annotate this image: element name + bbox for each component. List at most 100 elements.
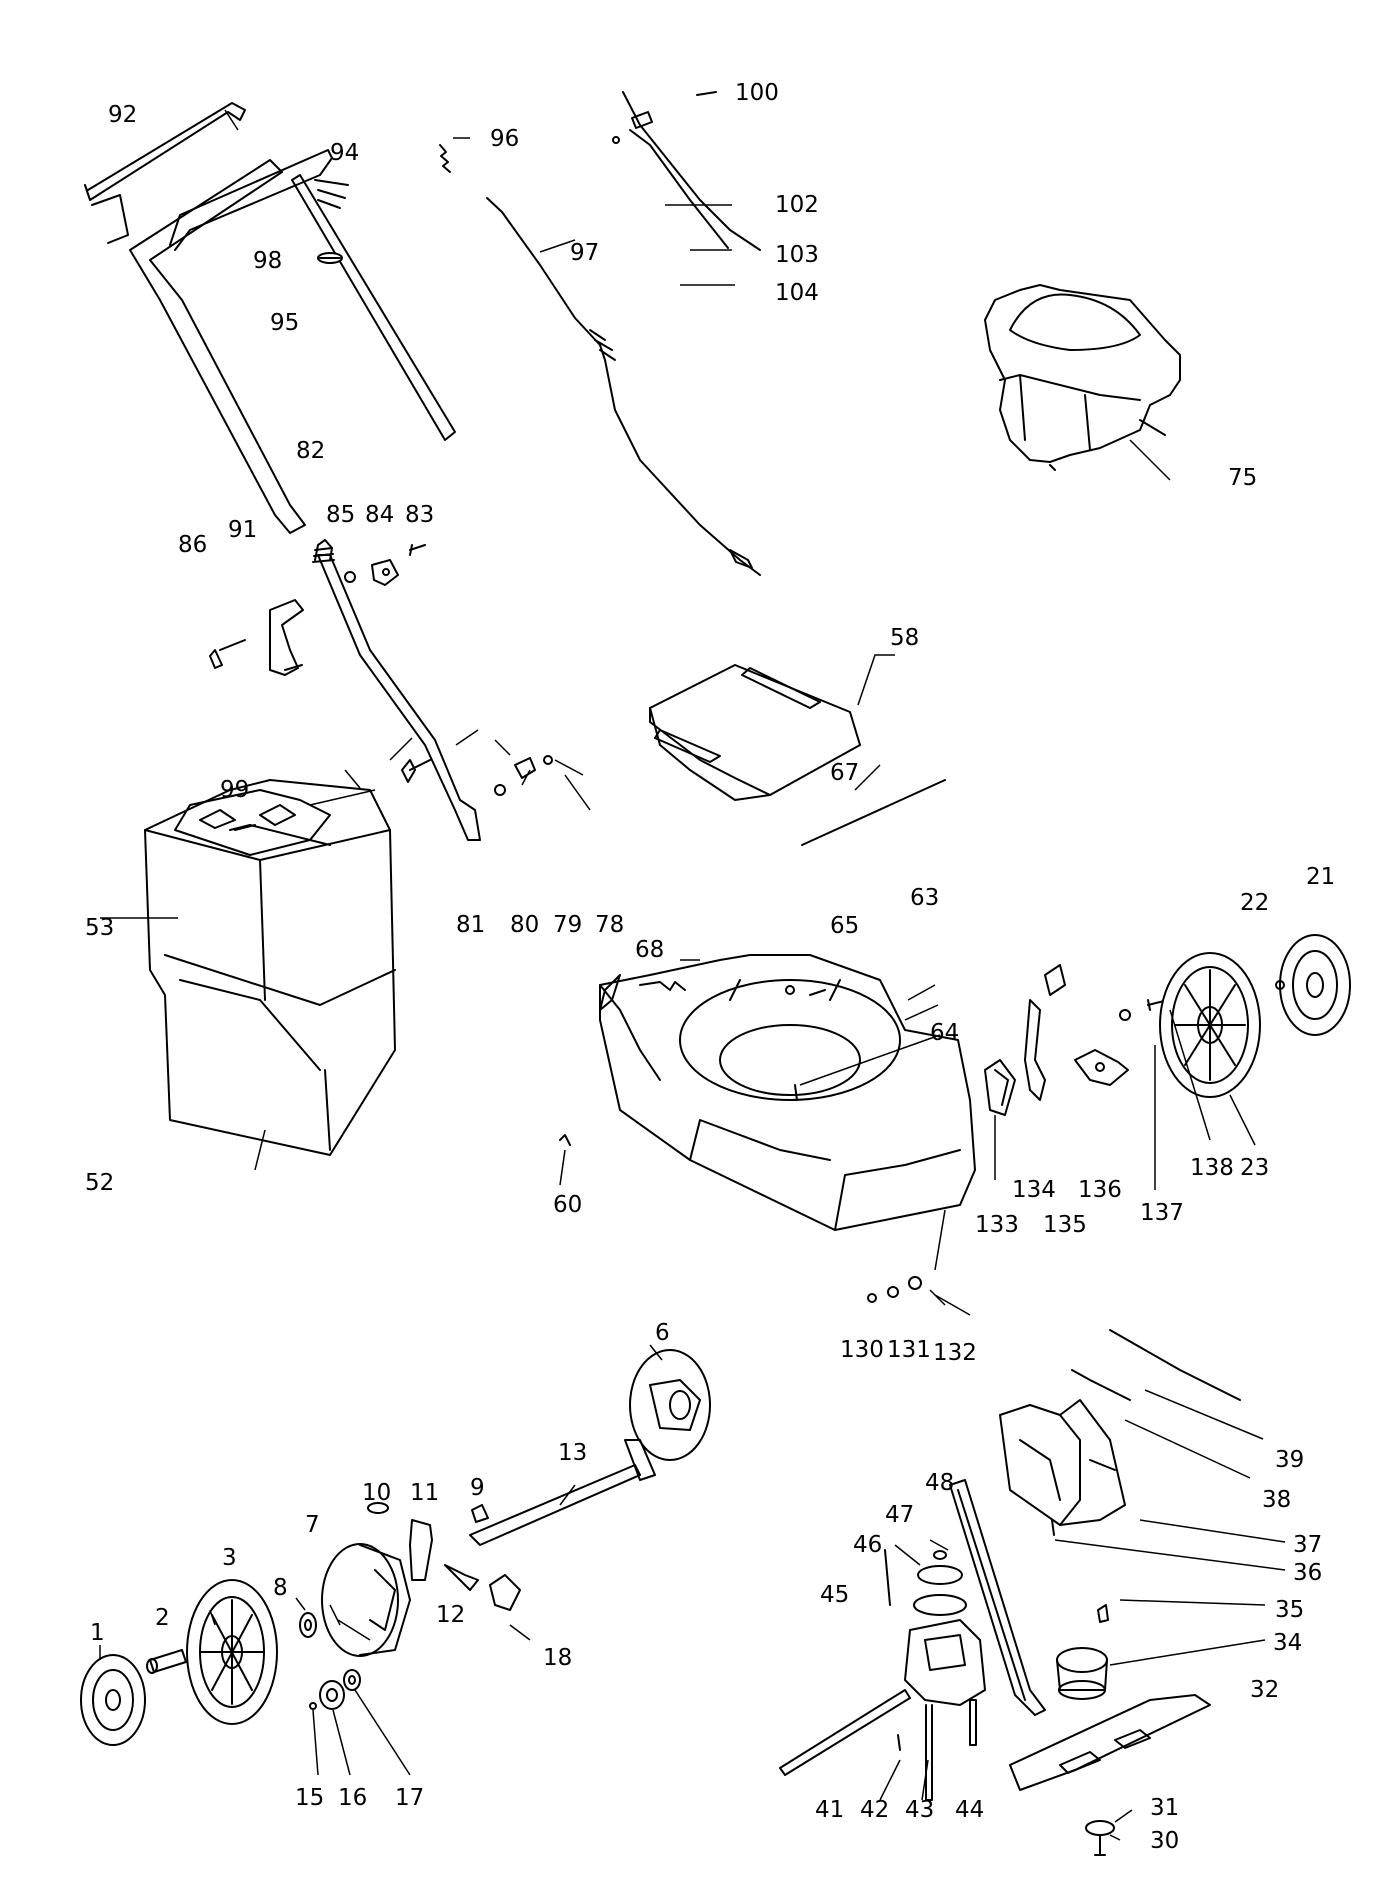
clip-part-10 xyxy=(367,1502,389,1514)
spring-part-96 xyxy=(439,144,451,173)
handle-knob-part-91 xyxy=(269,599,304,676)
label-45: 45 xyxy=(820,1582,849,1608)
gearbox-part-45 xyxy=(884,1549,986,1706)
engine-part-75 xyxy=(984,284,1181,481)
label-37: 37 xyxy=(1293,1532,1322,1558)
lever-part-134 xyxy=(1024,999,1046,1101)
label-99: 99 xyxy=(220,777,249,803)
label-63: 63 xyxy=(910,885,939,911)
label-79: 79 xyxy=(553,912,582,938)
label-92: 92 xyxy=(108,102,137,128)
axle-part-13 xyxy=(469,1439,656,1546)
label-138: 138 xyxy=(1190,1155,1234,1181)
axle-bracket-part-60 xyxy=(559,1134,571,1146)
label-91: 91 xyxy=(228,517,257,543)
label-58: 58 xyxy=(890,625,919,651)
label-75: 75 xyxy=(1228,465,1257,491)
leader-lines xyxy=(99,109,1286,1841)
label-60: 60 xyxy=(553,1192,582,1218)
bracket-part-38 xyxy=(1071,1369,1131,1401)
pin-part-15 xyxy=(309,1702,317,1710)
label-18: 18 xyxy=(543,1645,572,1671)
bolt-part-86 xyxy=(209,639,246,669)
label-48: 48 xyxy=(925,1470,954,1496)
key-part-35 xyxy=(1097,1604,1109,1623)
pulley-part-46 xyxy=(913,1565,967,1616)
label-81: 81 xyxy=(456,912,485,938)
label-68: 68 xyxy=(635,937,664,963)
label-133: 133 xyxy=(975,1212,1019,1238)
plug-part-65 xyxy=(809,989,826,996)
label-22: 22 xyxy=(1240,890,1269,916)
label-8: 8 xyxy=(273,1575,288,1601)
label-3: 3 xyxy=(222,1545,237,1571)
label-13: 13 xyxy=(558,1440,587,1466)
label-15: 15 xyxy=(295,1785,324,1811)
label-47: 47 xyxy=(885,1502,914,1528)
label-82: 82 xyxy=(296,438,325,464)
bracket-part-84 xyxy=(371,559,399,586)
pin-part-44 xyxy=(969,1699,977,1746)
label-16: 16 xyxy=(338,1785,367,1811)
nut-part-130 xyxy=(867,1293,877,1303)
label-96: 96 xyxy=(490,126,519,152)
upper-handle-part-92 xyxy=(84,102,333,534)
label-42: 42 xyxy=(860,1797,889,1823)
label-2: 2 xyxy=(155,1605,170,1631)
label-17: 17 xyxy=(395,1785,424,1811)
handle-bar-part-95 xyxy=(291,174,456,441)
label-83: 83 xyxy=(405,502,434,528)
gear-cover-part-7 xyxy=(321,1543,411,1657)
label-78: 78 xyxy=(595,912,624,938)
blade-bolt-part-64 xyxy=(791,1084,798,1101)
grass-catcher-top-part-53 xyxy=(174,789,331,856)
hubcap-part-1 xyxy=(80,1654,146,1746)
washer-part-31 xyxy=(1085,1820,1115,1836)
washer-part-132 xyxy=(908,1276,922,1290)
hubcap-part-21 xyxy=(1279,934,1351,1036)
plate-part-39 xyxy=(1109,1329,1241,1401)
key-part-42 xyxy=(897,1734,901,1751)
label-52: 52 xyxy=(85,1170,114,1196)
front-wheel-part-3 xyxy=(186,1579,278,1725)
label-64: 64 xyxy=(930,1020,959,1046)
cam-part-136 xyxy=(1074,1049,1129,1086)
label-9: 9 xyxy=(470,1475,485,1501)
label-23: 23 xyxy=(1240,1155,1269,1181)
rod-part-67 xyxy=(801,779,946,846)
label-136: 136 xyxy=(1078,1177,1122,1203)
washer-part-80 xyxy=(494,784,506,796)
bushing-part-9 xyxy=(471,1504,489,1523)
bearing-part-17 xyxy=(343,1669,361,1691)
label-95: 95 xyxy=(270,310,299,336)
drive-shaft-part-41 xyxy=(779,1689,911,1776)
label-102: 102 xyxy=(775,192,819,218)
pawl-part-11 xyxy=(409,1519,433,1581)
label-100: 100 xyxy=(735,80,779,106)
label-137: 137 xyxy=(1140,1200,1184,1226)
label-80: 80 xyxy=(510,912,539,938)
washer-part-131 xyxy=(887,1286,899,1298)
blade-adapter-part-34 xyxy=(1056,1647,1108,1700)
washer-part-137 xyxy=(1119,1009,1131,1021)
carriage-bolt-part-81 xyxy=(401,759,431,783)
label-31: 31 xyxy=(1150,1795,1179,1821)
rear-drive-wheel-cover-part-6 xyxy=(629,1349,711,1461)
label-65: 65 xyxy=(830,913,859,939)
belt-guard-part-37 xyxy=(999,1399,1126,1526)
screw-part-36 xyxy=(1051,1519,1055,1536)
label-132: 132 xyxy=(933,1340,977,1366)
wheel-bolt-part-2 xyxy=(146,1649,187,1674)
label-134: 134 xyxy=(1012,1177,1056,1203)
label-84: 84 xyxy=(365,502,394,528)
label-67: 67 xyxy=(830,760,859,786)
nut-part-78 xyxy=(543,755,553,765)
label-44: 44 xyxy=(955,1797,984,1823)
label-97: 97 xyxy=(570,240,599,266)
label-32: 32 xyxy=(1250,1677,1279,1703)
label-11: 11 xyxy=(410,1480,439,1506)
washer-part-8 xyxy=(299,1612,317,1638)
label-85: 85 xyxy=(326,502,355,528)
mower-deck-part-63 xyxy=(599,954,976,1231)
